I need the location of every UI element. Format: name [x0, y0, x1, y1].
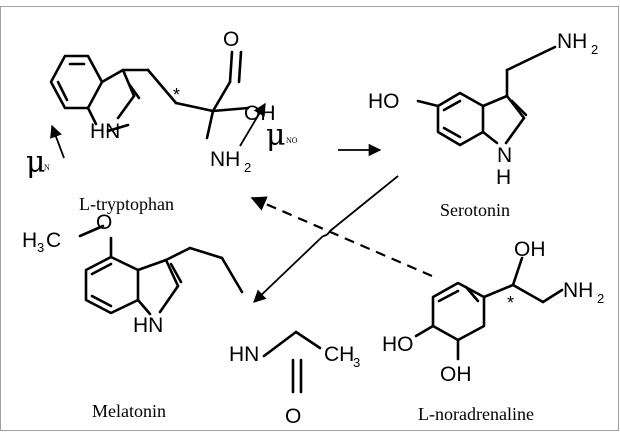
- melatonin-structure: [78, 224, 322, 394]
- arrow-serotonin-to-melatonin-upper: [329, 175, 399, 232]
- melatonin-amide-hn: HN: [229, 343, 259, 366]
- melatonin-ch3-subscript: 3: [353, 355, 360, 370]
- melatonin-ch3-label: CH: [324, 343, 354, 366]
- melatonin-h3c-h: H: [22, 229, 37, 252]
- noradrenaline-structure: [414, 256, 564, 361]
- melatonin-amide-o: O: [285, 405, 301, 428]
- serotonin-n-atom: N: [497, 144, 512, 167]
- serotonin-nh2-label: NH: [557, 30, 587, 53]
- melatonin-name-label: Melatonin: [92, 401, 166, 421]
- serotonin-ho-label: HO: [368, 90, 400, 113]
- mu-no-symbol: μ: [266, 118, 286, 153]
- noradrenaline-nh2-subscript: 2: [597, 291, 604, 306]
- serotonin-structure: [416, 45, 557, 147]
- serotonin-h-atom: H: [496, 166, 511, 189]
- melatonin-ether-o: O: [96, 211, 112, 234]
- noradrenaline-oh-top: OH: [514, 238, 546, 261]
- mu-n-subscript: N: [44, 163, 50, 172]
- tryptophan-carbonyl-o: O: [223, 28, 239, 51]
- dipole-arrow-n: [50, 124, 65, 159]
- mu-n-symbol: μ: [26, 145, 46, 180]
- noradrenaline-chiral-marker: *: [507, 293, 514, 313]
- arrow-crossing-hop: [322, 230, 331, 237]
- noradrenaline-nh2-label: NH: [563, 279, 593, 302]
- diagram-frame: [0, 6, 619, 431]
- noradrenaline-name-label: L-noradrenaline: [418, 404, 534, 424]
- serotonin-nh2-subscript: 2: [591, 42, 598, 57]
- tryptophan-nh-atom: HN: [90, 120, 120, 143]
- mu-no-subscript: NO: [286, 136, 298, 145]
- serotonin-name-label: Serotonin: [440, 200, 510, 220]
- dashed-arrow-noradrenaline-to-tryptophan: [250, 196, 433, 278]
- arrow-serotonin-to-melatonin: [253, 235, 324, 303]
- tryptophan-oh-label: OH: [244, 102, 276, 125]
- tryptophan-structure: [49, 50, 266, 159]
- noradrenaline-ho-label: HO: [382, 333, 414, 356]
- melatonin-h3c-subscript: 3: [37, 240, 44, 255]
- melatonin-h3c-c: C: [46, 229, 61, 252]
- dipole-arrow-no: [239, 102, 266, 147]
- tryptophan-nh2-label: NH: [210, 148, 240, 171]
- tryptophan-nh2-subscript: 2: [244, 160, 251, 175]
- melatonin-ring-hn: HN: [133, 314, 163, 337]
- noradrenaline-oh-bottom: OH: [440, 363, 472, 386]
- tryptophan-chiral-marker: *: [173, 85, 180, 105]
- tryptophan-name-label: L-tryptophan: [79, 194, 174, 214]
